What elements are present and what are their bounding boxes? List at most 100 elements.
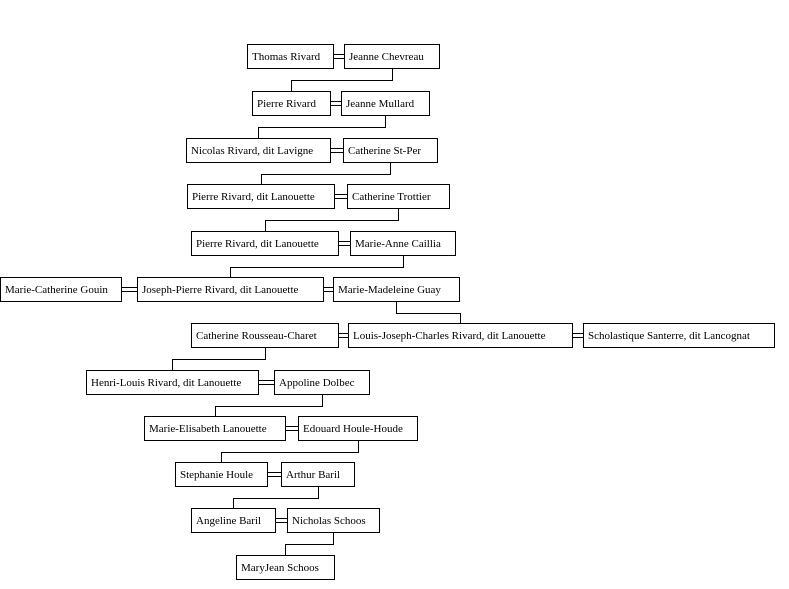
- marriage-link: [330, 148, 344, 153]
- person-box-p13: Marie-Madeleine Guay: [333, 277, 460, 302]
- person-name: Pierre Rivard: [257, 98, 316, 110]
- marriage-link: [330, 101, 342, 106]
- marriage-link: [121, 287, 138, 292]
- person-name: Arthur Baril: [286, 469, 340, 481]
- person-name: Scholastique Santerre, dit Lancognat: [588, 330, 750, 342]
- descent-line: [291, 68, 393, 92]
- person-box-p01: Thomas Rivard: [247, 44, 334, 69]
- person-name: Catherine Rousseau-Charet: [196, 330, 317, 342]
- person-box-p06: Catherine St-Per: [343, 138, 438, 163]
- marriage-link: [334, 194, 348, 199]
- person-box-frame: [191, 508, 276, 533]
- person-box-p14: Catherine Rousseau-Charet: [191, 323, 339, 348]
- person-box-p23: Angeline Baril: [191, 508, 276, 533]
- person-box-frame: [191, 231, 339, 256]
- person-name: Appoline Dolbec: [279, 377, 355, 389]
- person-box-frame: [583, 323, 775, 348]
- marriage-link: [338, 333, 349, 338]
- person-box-p12: Joseph-Pierre Rivard, dit Lanouette: [137, 277, 324, 302]
- person-box-frame: [186, 138, 331, 163]
- person-box-frame: [350, 231, 456, 256]
- person-box-frame: [175, 462, 268, 487]
- person-name: Marie-Anne Caillia: [355, 238, 441, 250]
- person-name: Nicholas Schoos: [292, 515, 366, 527]
- person-name: Marie-Catherine Gouin: [5, 284, 108, 296]
- person-name: Marie-Elisabeth Lanouette: [149, 423, 267, 435]
- person-name: Pierre Rivard, dit Lanouette: [196, 238, 319, 250]
- descent-line: [285, 532, 334, 556]
- person-box-p07: Pierre Rivard, dit Lanouette: [187, 184, 335, 209]
- person-box-frame: [187, 184, 335, 209]
- person-box-p18: Appoline Dolbec: [274, 370, 370, 395]
- person-box-p22: Arthur Baril: [281, 462, 355, 487]
- marriage-link: [333, 54, 345, 59]
- person-box-p03: Pierre Rivard: [252, 91, 331, 116]
- person-box-p16: Scholastique Santerre, dit Lancognat: [583, 323, 775, 348]
- person-box-p24: Nicholas Schoos: [287, 508, 380, 533]
- person-box-p25: MaryJean Schoos: [236, 555, 335, 580]
- descent-line: [258, 115, 386, 139]
- descent-line: [230, 255, 404, 278]
- person-name: Edouard Houle-Houde: [303, 423, 403, 435]
- marriage-link: [572, 333, 584, 338]
- person-name: Pierre Rivard, dit Lanouette: [192, 191, 315, 203]
- person-box-frame: [191, 323, 339, 348]
- person-box-frame: [281, 462, 355, 487]
- person-box-frame: [0, 277, 122, 302]
- person-name: Nicolas Rivard, dit Lavigne: [191, 145, 313, 157]
- person-box-frame: [247, 44, 334, 69]
- person-box-p19: Marie-Elisabeth Lanouette: [144, 416, 286, 441]
- person-name: Jeanne Mullard: [346, 98, 415, 110]
- person-name: Joseph-Pierre Rivard, dit Lanouette: [142, 284, 299, 296]
- descent-line: [261, 162, 391, 185]
- person-box-frame: [333, 277, 460, 302]
- descent-line: [396, 301, 461, 324]
- descent-lines: [172, 68, 461, 556]
- person-box-frame: [344, 44, 440, 69]
- person-box-p05: Nicolas Rivard, dit Lavigne: [186, 138, 331, 163]
- person-box-p11: Marie-Catherine Gouin: [0, 277, 122, 302]
- marriage-link: [267, 472, 282, 477]
- person-box-frame: [298, 416, 418, 441]
- marriage-link: [323, 287, 334, 292]
- person-box-frame: [348, 323, 573, 348]
- person-box-p02: Jeanne Chevreau: [344, 44, 440, 69]
- person-box-p20: Edouard Houle-Houde: [298, 416, 418, 441]
- person-box-frame: [341, 91, 430, 116]
- person-box-frame: [252, 91, 331, 116]
- person-name: Henri-Louis Rivard, dit Lanouette: [91, 377, 241, 389]
- marriage-links: [121, 54, 584, 523]
- person-box-p04: Jeanne Mullard: [341, 91, 430, 116]
- descent-line: [233, 486, 319, 509]
- person-box-p17: Henri-Louis Rivard, dit Lanouette: [86, 370, 259, 395]
- descent-line: [215, 394, 323, 417]
- person-name: Thomas Rivard: [252, 51, 321, 63]
- person-box-frame: [86, 370, 259, 395]
- person-name: Catherine St-Per: [348, 145, 421, 157]
- person-box-frame: [343, 138, 438, 163]
- descent-line: [172, 347, 266, 371]
- descent-line: [265, 208, 399, 232]
- person-name: Catherine Trottier: [352, 191, 431, 203]
- person-box-frame: [347, 184, 450, 209]
- person-box-frame: [287, 508, 380, 533]
- person-box-p21: Stephanie Houle: [175, 462, 268, 487]
- person-box-frame: [274, 370, 370, 395]
- descent-line: [221, 440, 359, 463]
- person-name: MaryJean Schoos: [241, 562, 319, 574]
- marriage-link: [338, 241, 351, 246]
- marriage-link: [258, 380, 275, 385]
- marriage-link: [275, 518, 288, 523]
- person-name: Louis-Joseph-Charles Rivard, dit Lanouet…: [353, 330, 546, 342]
- person-box-frame: [144, 416, 286, 441]
- person-name: Jeanne Chevreau: [349, 51, 424, 63]
- person-box-p09: Pierre Rivard, dit Lanouette: [191, 231, 339, 256]
- person-box-frame: [137, 277, 324, 302]
- person-name: Angeline Baril: [196, 515, 261, 527]
- person-box-frame: [236, 555, 335, 580]
- person-box-p10: Marie-Anne Caillia: [350, 231, 456, 256]
- person-name: Stephanie Houle: [180, 469, 253, 481]
- person-box-p08: Catherine Trottier: [347, 184, 450, 209]
